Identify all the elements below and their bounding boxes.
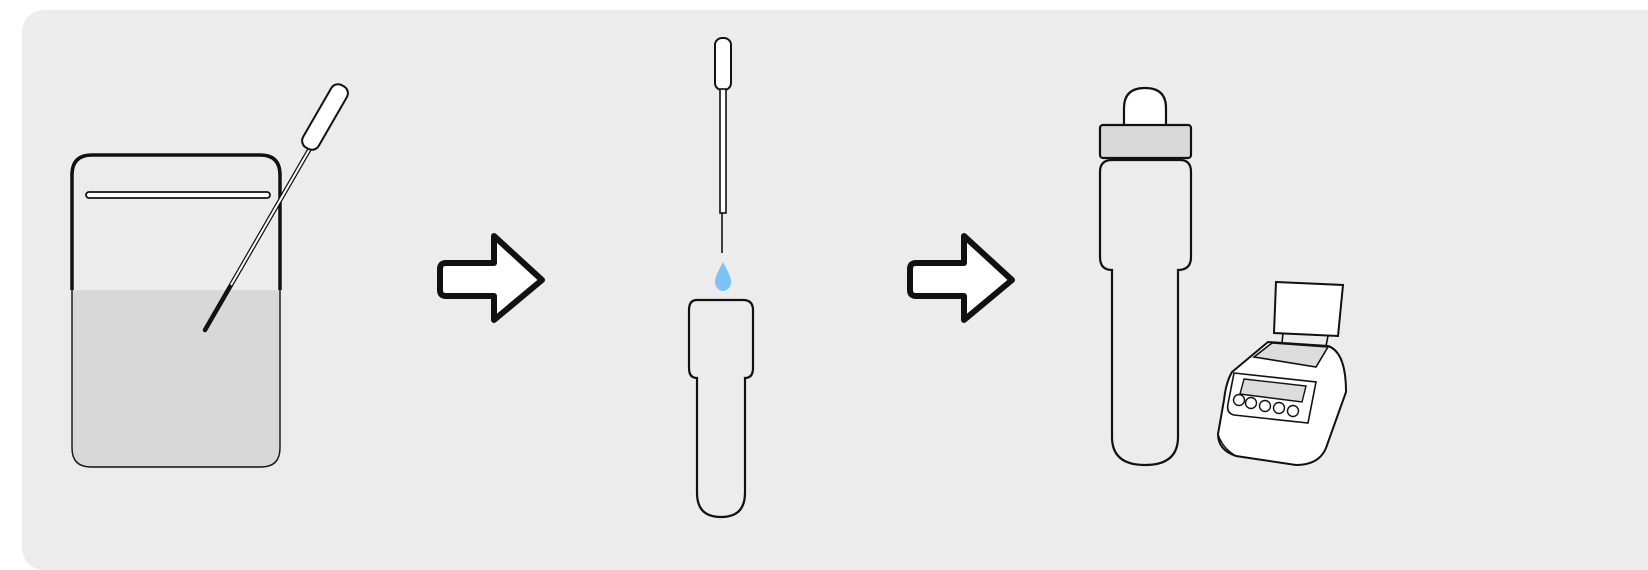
step-incubate — [1098, 86, 1348, 467]
control-button — [1244, 396, 1258, 410]
step-draw-sample — [70, 83, 349, 468]
step-add-drop-to-tube — [687, 37, 755, 519]
control-button — [1286, 404, 1300, 418]
test-tube-icon — [687, 298, 755, 519]
display-screen — [1239, 378, 1307, 403]
diagram-panel — [22, 10, 1648, 570]
capped-tube-icon — [1098, 86, 1193, 467]
well-plate — [1252, 342, 1330, 368]
control-button — [1232, 393, 1246, 407]
droplet-icon — [715, 262, 731, 291]
heat-block-icon — [1216, 280, 1348, 467]
control-button — [1272, 401, 1286, 415]
arrow-right-icon — [907, 233, 1015, 323]
arrow-right-icon — [437, 233, 545, 323]
pipette-icon — [202, 83, 349, 333]
beaker-icon — [70, 153, 282, 468]
control-button — [1258, 399, 1272, 413]
pipette-icon — [714, 37, 732, 253]
